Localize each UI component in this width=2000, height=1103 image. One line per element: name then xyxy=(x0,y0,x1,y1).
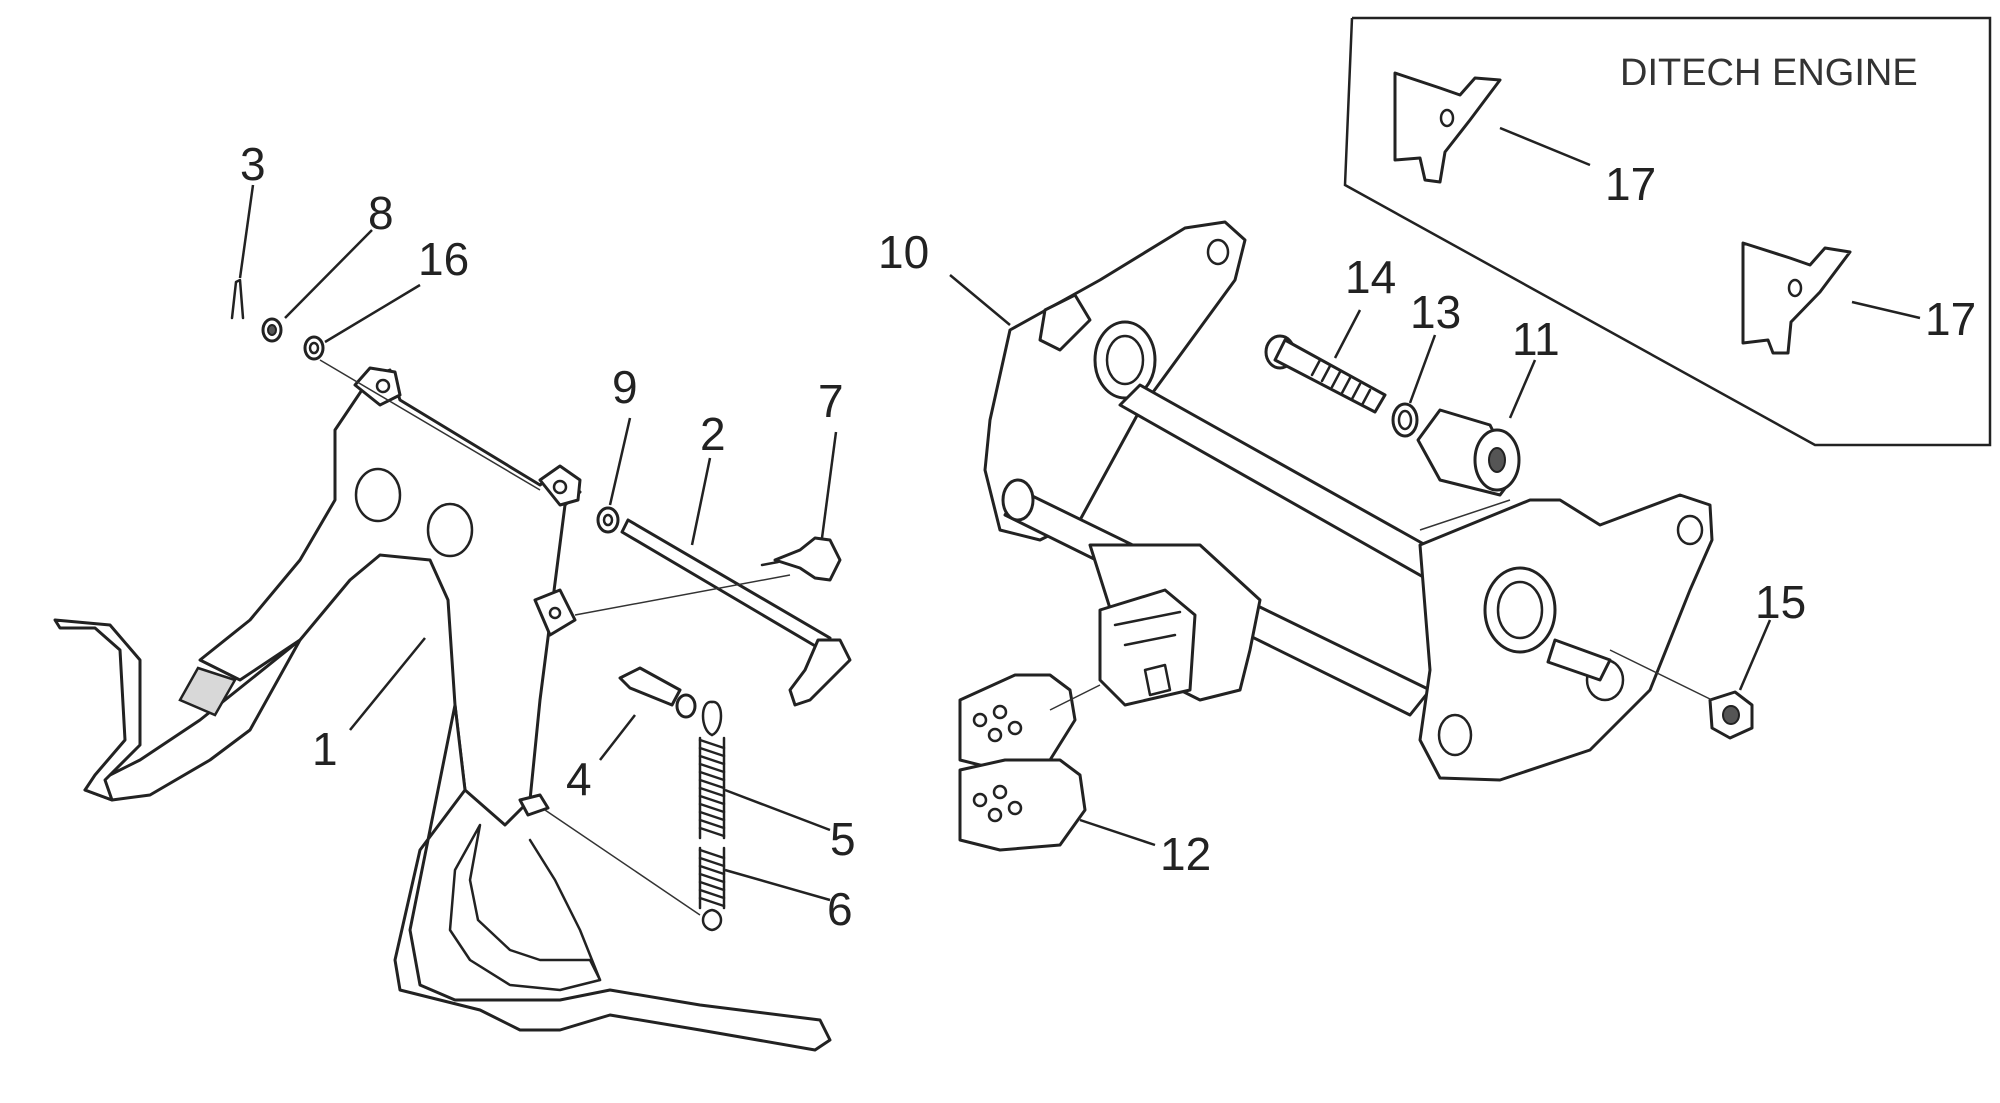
callout-14: 14 xyxy=(1345,251,1396,303)
callout-16: 16 xyxy=(418,233,469,285)
part-9-washer xyxy=(596,506,620,534)
part-16-washer xyxy=(303,335,325,361)
callout-10: 10 xyxy=(878,226,929,278)
callout-17-upper: 17 xyxy=(1605,158,1656,210)
part-3-split-pin xyxy=(230,278,245,320)
inset-title: DITECH ENGINE xyxy=(1620,52,1918,94)
part-14-bolt xyxy=(1264,334,1387,414)
callout-15: 15 xyxy=(1755,576,1806,628)
callout-1: 1 xyxy=(312,723,338,775)
part-5-6-spring xyxy=(698,700,726,932)
callout-2: 2 xyxy=(700,408,726,460)
callout-4: 4 xyxy=(566,753,592,805)
part-8-washer xyxy=(261,317,283,343)
part-4-spring-pin xyxy=(618,666,697,719)
callout-12: 12 xyxy=(1160,828,1211,880)
leader-lines xyxy=(238,184,1772,902)
part-17-bracket-lower xyxy=(1741,241,1852,355)
part-7-rubber-stop xyxy=(760,536,842,582)
callout-labels: 1 2 3 4 5 6 7 8 9 10 11 12 13 14 15 16 1… xyxy=(240,138,1976,935)
callout-6: 6 xyxy=(827,883,853,935)
part-15-nut xyxy=(1708,690,1754,740)
engine-mount-slotted-bracket xyxy=(1098,588,1197,707)
callout-17-lower: 17 xyxy=(1925,293,1976,345)
callout-8: 8 xyxy=(368,187,394,239)
ditech-engine-inset: DITECH ENGINE xyxy=(1343,16,1992,447)
callout-9: 9 xyxy=(612,361,638,413)
part-2-pivot-pin xyxy=(620,518,852,707)
callout-13: 13 xyxy=(1410,286,1461,338)
part-13-washer xyxy=(1391,402,1419,438)
part-11-silent-block xyxy=(1416,408,1521,497)
callout-3: 3 xyxy=(240,138,266,190)
callout-11: 11 xyxy=(1512,313,1560,365)
part-1-center-stand xyxy=(53,366,832,1052)
callout-5: 5 xyxy=(830,813,856,865)
inset-border xyxy=(1343,16,1992,447)
part-17-bracket-upper xyxy=(1393,71,1502,184)
callout-7: 7 xyxy=(818,375,844,427)
part-12-rubber-blocks xyxy=(958,673,1087,852)
part-10-engine-mount-right-plate xyxy=(1418,493,1714,782)
